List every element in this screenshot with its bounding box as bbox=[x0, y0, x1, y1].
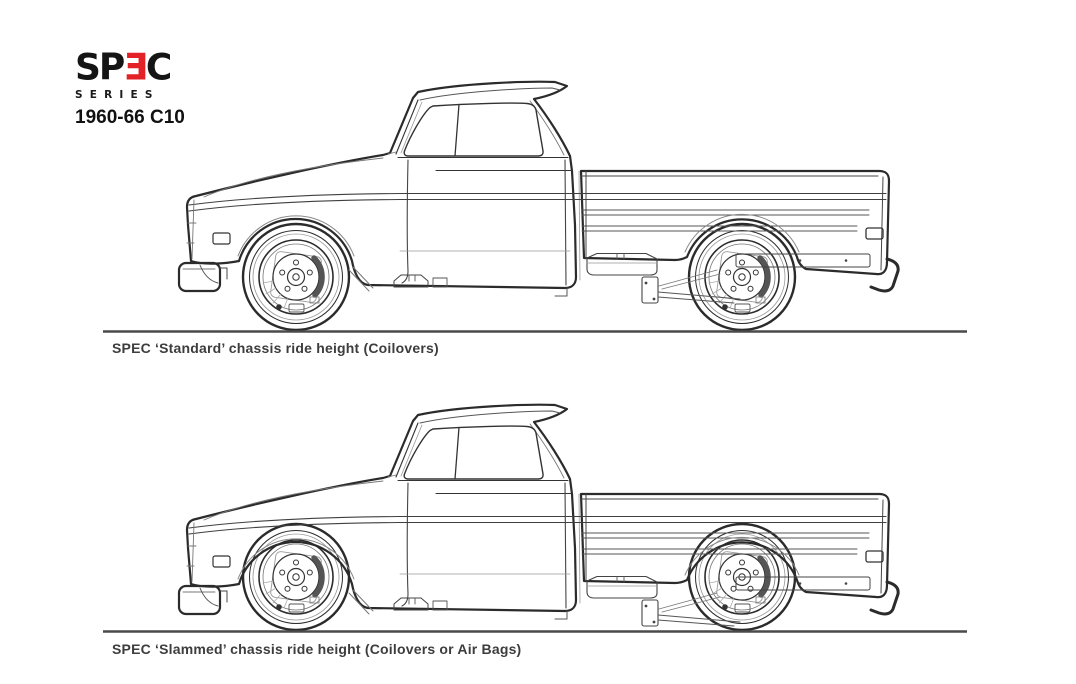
brand-logo: SPƎC SERIES 1960-66 C10 bbox=[75, 46, 295, 129]
figure-caption-standard: SPEC ‘Standard’ chassis ride height (Coi… bbox=[112, 340, 439, 356]
truck-line-art-slammed bbox=[103, 403, 967, 633]
logo-series-label: SERIES bbox=[75, 89, 160, 101]
truck-line-art-standard bbox=[103, 80, 967, 333]
truck-body-slammed bbox=[177, 403, 900, 628]
figure-caption-slammed: SPEC ‘Slammed’ chassis ride height (Coil… bbox=[112, 641, 522, 657]
truck-body-standard bbox=[177, 80, 900, 305]
wheels-slammed bbox=[243, 524, 795, 630]
logo-letter-c: C bbox=[145, 46, 172, 89]
model-label: 1960-66 C10 bbox=[75, 107, 185, 128]
logo-wordmark: SPƎC bbox=[75, 46, 295, 89]
logo-letters-sp: SP bbox=[75, 46, 125, 89]
wheels-standard bbox=[243, 224, 795, 330]
logo-letter-3-accent: Ǝ bbox=[123, 46, 148, 89]
